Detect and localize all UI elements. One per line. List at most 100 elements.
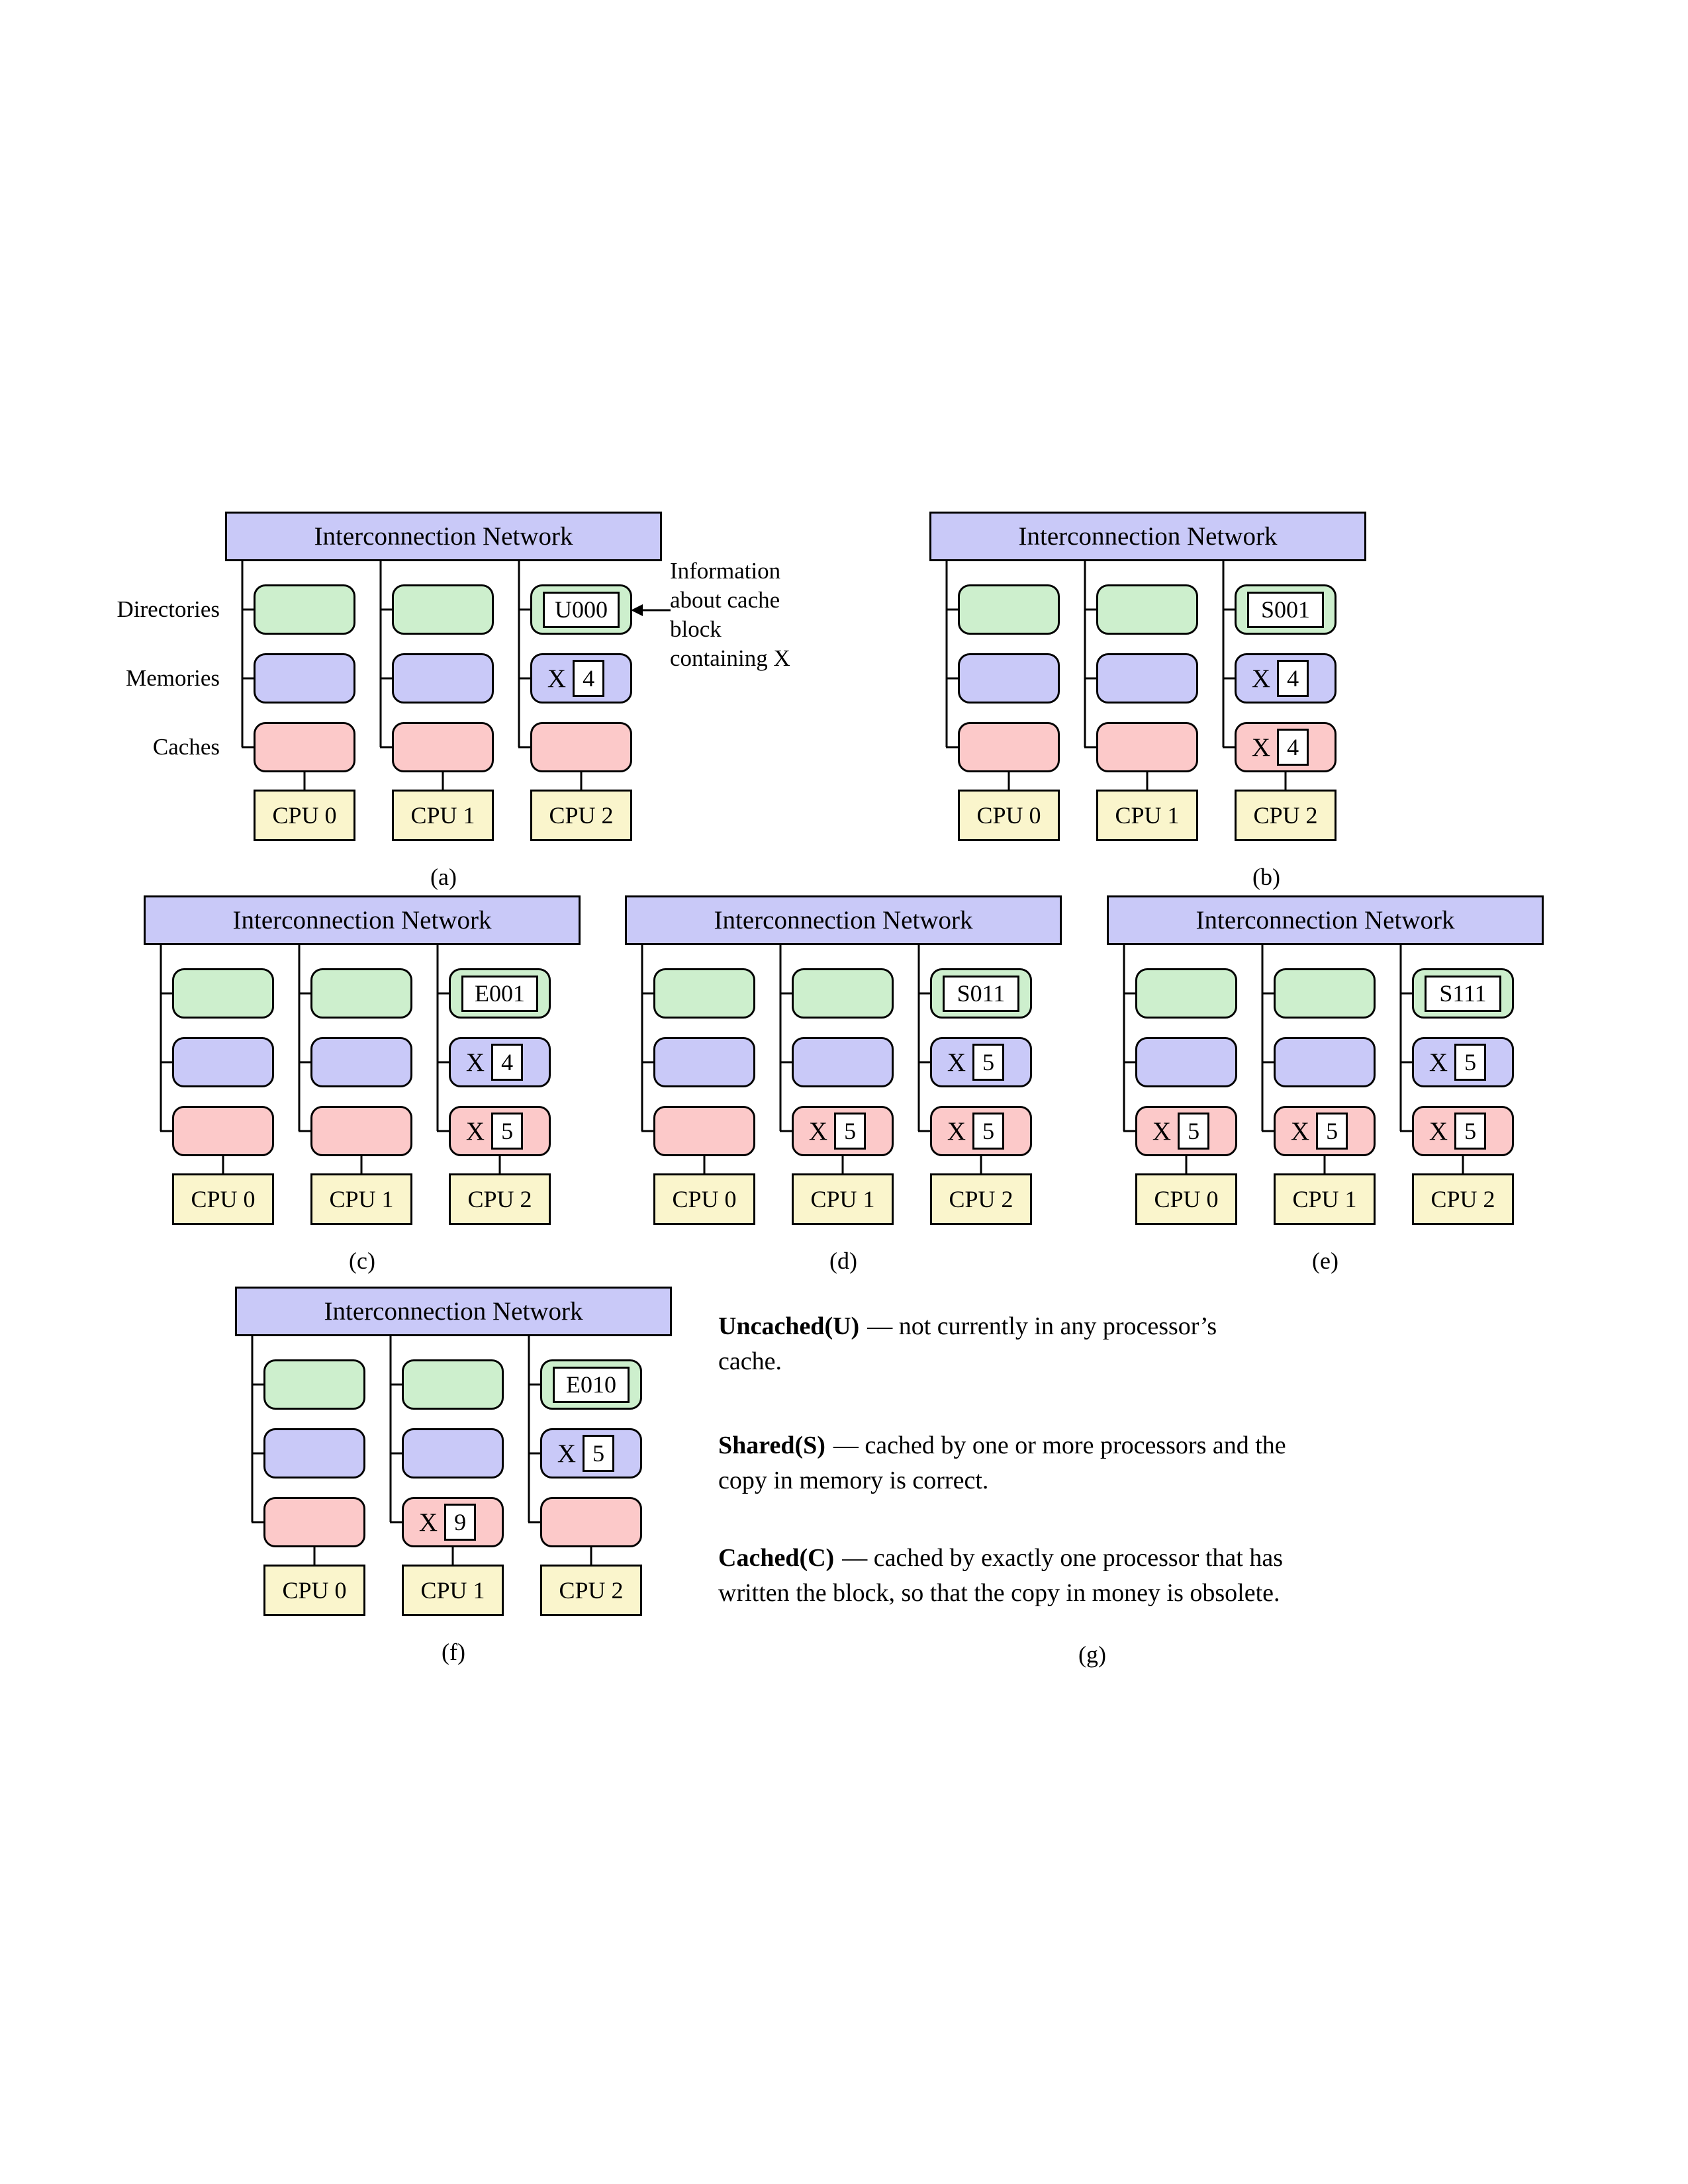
diagram-f-cpu1-box: CPU 1 — [402, 1565, 504, 1616]
diagram-f-cpu0-box: CPU 0 — [263, 1565, 365, 1616]
diagram-a-cpu0-directory-block — [254, 584, 355, 635]
diagram-c-cpu1-directory-block — [310, 968, 412, 1019]
row-label-memories: Memories — [126, 665, 220, 691]
diagram-c-cpu1-cache-block — [310, 1106, 412, 1156]
definition-text: — cached by one or more processors and t… — [833, 1432, 1286, 1459]
diagram-b-cpu0-cache-block — [958, 722, 1060, 772]
diagram-c-cpu2-cache-value-box: 5 — [491, 1113, 524, 1150]
annotation-line: containing X — [670, 645, 790, 671]
definition-term: Cached(C) — [718, 1544, 835, 1572]
diagram-f-cpu1-directory-block — [402, 1359, 504, 1410]
definition-term: Shared(S) — [718, 1432, 825, 1459]
caption-b: (b) — [1252, 864, 1280, 890]
diagram-e-cpu0-box: CPU 0 — [1135, 1173, 1237, 1225]
interconnection-network-box: Interconnection Network — [1107, 895, 1544, 945]
annotation-line: about cache — [670, 587, 780, 613]
diagram-e-cpu0-directory-block — [1135, 968, 1237, 1019]
diagram-c-cpu2-cache-variable-label: X — [465, 1116, 485, 1146]
interconnection-network-label: Interconnection Network — [232, 906, 492, 934]
diagram-e-cpu0-cache-value-box: 5 — [1178, 1113, 1210, 1150]
definition-uncached: Uncached(U)— not currently in any proces… — [718, 1309, 1380, 1379]
diagram-d-cpu1-cache-variable-label: X — [808, 1116, 828, 1146]
diagram-d-cpu2-directory-state-box: S011 — [943, 975, 1019, 1012]
diagram-d-cpu1-directory-block — [792, 968, 894, 1019]
diagram-f-cpu1-cache-value-box: 9 — [444, 1504, 477, 1541]
interconnection-network-box: Interconnection Network — [144, 895, 581, 945]
definition-line: cache. — [718, 1347, 782, 1375]
diagram-c-cpu2-memory-value-box: 4 — [491, 1044, 524, 1081]
diagram-a-cpu0-memory-block — [254, 653, 355, 704]
caption-d: (d) — [829, 1248, 857, 1274]
diagram-a-cpu1-cache-block — [392, 722, 494, 772]
diagram-d-cpu1-memory-block — [792, 1037, 894, 1087]
diagram-f-cpu2-box: CPU 2 — [540, 1565, 642, 1616]
definition-line: written the block, so that the copy in m… — [718, 1579, 1280, 1607]
diagram-e-cpu2-memory-value-box: 5 — [1454, 1044, 1487, 1081]
diagram-d-cpu0-directory-block — [653, 968, 755, 1019]
diagram-f-cpu1-memory-block — [402, 1428, 504, 1479]
diagram-d-cpu0-memory-block — [653, 1037, 755, 1087]
diagram-f-cpu2-memory-variable-label: X — [557, 1439, 577, 1468]
diagram-c-cpu0-box: CPU 0 — [172, 1173, 274, 1225]
definition-line: copy in memory is correct. — [718, 1467, 989, 1494]
diagram-a-cpu2-directory-state-box: U000 — [543, 591, 620, 628]
diagram-d-cpu2-memory-variable-label: X — [947, 1048, 966, 1077]
diagram-f-cpu0-memory-block — [263, 1428, 365, 1479]
diagram-c-cpu1-memory-block — [310, 1037, 412, 1087]
definition-term: Uncached(U) — [718, 1312, 860, 1340]
diagram-b-cpu0-box: CPU 0 — [958, 790, 1060, 841]
interconnection-network-label: Interconnection Network — [1196, 906, 1455, 934]
diagram-c-cpu1-box: CPU 1 — [310, 1173, 412, 1225]
caption-c: (c) — [349, 1248, 375, 1274]
diagram-a-cpu0-cache-block — [254, 722, 355, 772]
annotation-line: Information — [670, 558, 781, 584]
diagram-c-cpu2-box: CPU 2 — [449, 1173, 551, 1225]
interconnection-network-box: Interconnection Network — [625, 895, 1062, 945]
caption-f: (f) — [442, 1639, 465, 1665]
diagram-d-cpu2-box: CPU 2 — [930, 1173, 1032, 1225]
definition-line: Shared(S) — cached by one or more process… — [718, 1428, 1380, 1463]
diagram-c-cpu2-directory-state-box: E001 — [461, 975, 538, 1012]
diagram-e-cpu2-cache-variable-label: X — [1429, 1116, 1448, 1146]
row-label-caches: Caches — [152, 734, 220, 760]
diagram-f-cpu2-directory-state-box: E010 — [553, 1366, 630, 1403]
diagram-e-cpu2-memory-variable-label: X — [1429, 1048, 1448, 1077]
diagram-b-cpu1-directory-block — [1096, 584, 1198, 635]
annotation-arrow-icon — [631, 604, 671, 616]
definition-text: — cached by exactly one processor that h… — [842, 1544, 1284, 1572]
diagram-b-cpu0-memory-block — [958, 653, 1060, 704]
diagram-e-cpu2-directory-state-box: S111 — [1425, 975, 1501, 1012]
interconnection-network-label: Interconnection Network — [714, 906, 973, 934]
diagram-d-cpu0-cache-block — [653, 1106, 755, 1156]
diagram-a-cpu0-box: CPU 0 — [254, 790, 355, 841]
definition-line: Cached(C)— cached by exactly one process… — [718, 1541, 1380, 1576]
diagram-a-cpu2-memory-variable-label: X — [547, 664, 567, 693]
diagram-f-cpu2-directory-block: E010 — [540, 1359, 642, 1410]
diagram-a-cpu1-box: CPU 1 — [392, 790, 494, 841]
diagram-b-cpu1-memory-block — [1096, 653, 1198, 704]
diagram-b-cpu2-directory-state-box: S001 — [1247, 591, 1324, 628]
diagram-e-cpu2-box: CPU 2 — [1412, 1173, 1514, 1225]
